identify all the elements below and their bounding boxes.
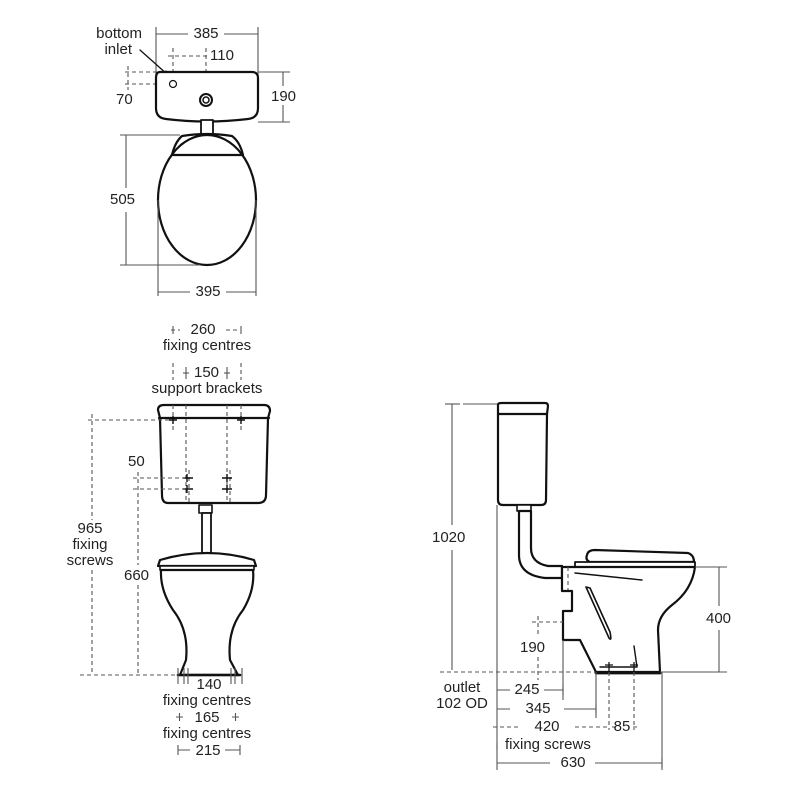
inlet-circle (168, 79, 178, 89)
dim-pan-width (157, 200, 257, 296)
dim-outlet-height-label: 190 (520, 639, 546, 656)
dim-cistern-depth (258, 71, 290, 123)
floor-fixing-140-value: 140 (196, 676, 222, 693)
seat-front (156, 551, 258, 568)
pan-side-outline (560, 565, 697, 674)
flush-pipe-bend (517, 509, 564, 580)
dim-inlet-depth-label: 70 (116, 91, 133, 108)
dim-965 (88, 414, 170, 675)
dim-345-label: 345 (525, 700, 551, 717)
seat-side (585, 548, 696, 564)
outlet-label-1: outlet (443, 679, 481, 696)
front-view (80, 326, 272, 755)
dim-cistern-depth-label: 190 (271, 88, 297, 105)
support-brackets-label: support brackets (151, 380, 263, 397)
dim-pan-length (120, 134, 200, 266)
dim-965-label-1: fixing (72, 536, 108, 553)
dim-400 (660, 566, 727, 673)
top-view (120, 27, 290, 296)
fixing-screw-marks (169, 416, 245, 493)
dim-660-label: 660 (124, 567, 150, 584)
dim-630-label: 630 (560, 754, 586, 771)
dim-inlet-offset-label: 110 (209, 47, 235, 64)
dim-cistern-width-label: 385 (188, 26, 224, 42)
fixing-centres-260-label: fixing centres (162, 337, 252, 354)
dim-965-value: 965 (77, 520, 103, 537)
dim-outlet-height (532, 616, 563, 680)
dim-400-label: 400 (706, 610, 732, 627)
inlet-arrow (139, 49, 169, 76)
dim-245-label: 245 (514, 681, 540, 698)
dim-pan-width-label: 395 (195, 283, 221, 300)
support-brackets-150-value: 150 (193, 364, 220, 381)
floor-fixing-140-label: fixing centres (162, 692, 252, 709)
dim-420-label: 420 (534, 718, 560, 735)
dim-965-label-2: screws (66, 552, 114, 569)
base-width-215-label: 215 (195, 742, 221, 759)
floor-fixing-165-value: 165 (194, 709, 220, 726)
dim-1020-label: 1020 (432, 529, 466, 546)
flush-pipe (201, 512, 212, 554)
cistern-side-outline (496, 401, 550, 507)
dim-cistern-width (155, 27, 259, 75)
dim-1020 (445, 403, 498, 770)
fixing-screws-label: fixing screws (505, 736, 591, 753)
dim-support-brackets-150 (172, 363, 242, 380)
bottom-inlet-label-line1: bottom (96, 25, 142, 42)
bottom-inlet-label-line2: inlet (104, 41, 132, 58)
dim-50 (133, 472, 185, 675)
bracket-spacing-label: 50 (128, 453, 145, 470)
pan-front-outline (159, 568, 255, 677)
outlet-label-2: 102 OD (436, 695, 488, 712)
floor-fixing-165-label: fixing centres (162, 725, 252, 742)
dim-fixing-centres-260 (171, 326, 242, 334)
fixing-centres-260-value: 260 (190, 321, 216, 338)
dim-pan-length-label: 505 (110, 191, 136, 208)
side-view (440, 401, 727, 770)
dim-85-label: 85 (613, 718, 631, 735)
